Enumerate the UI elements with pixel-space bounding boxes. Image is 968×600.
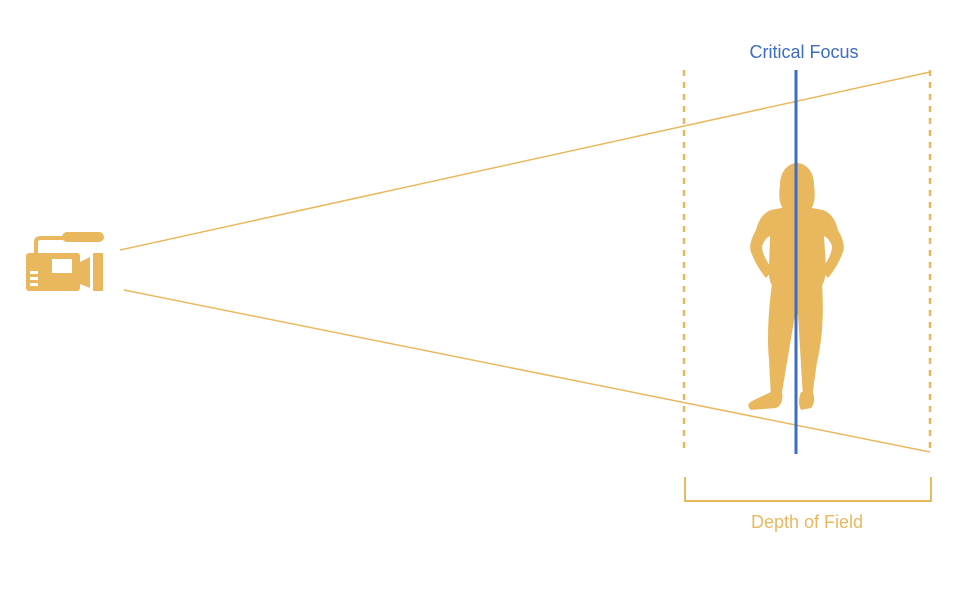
depth-of-field-label: Depth of Field — [750, 512, 864, 532]
critical-focus-label: Critical Focus — [749, 42, 859, 62]
depth-of-field-bracket — [684, 477, 932, 502]
video-camera-icon — [26, 232, 104, 291]
